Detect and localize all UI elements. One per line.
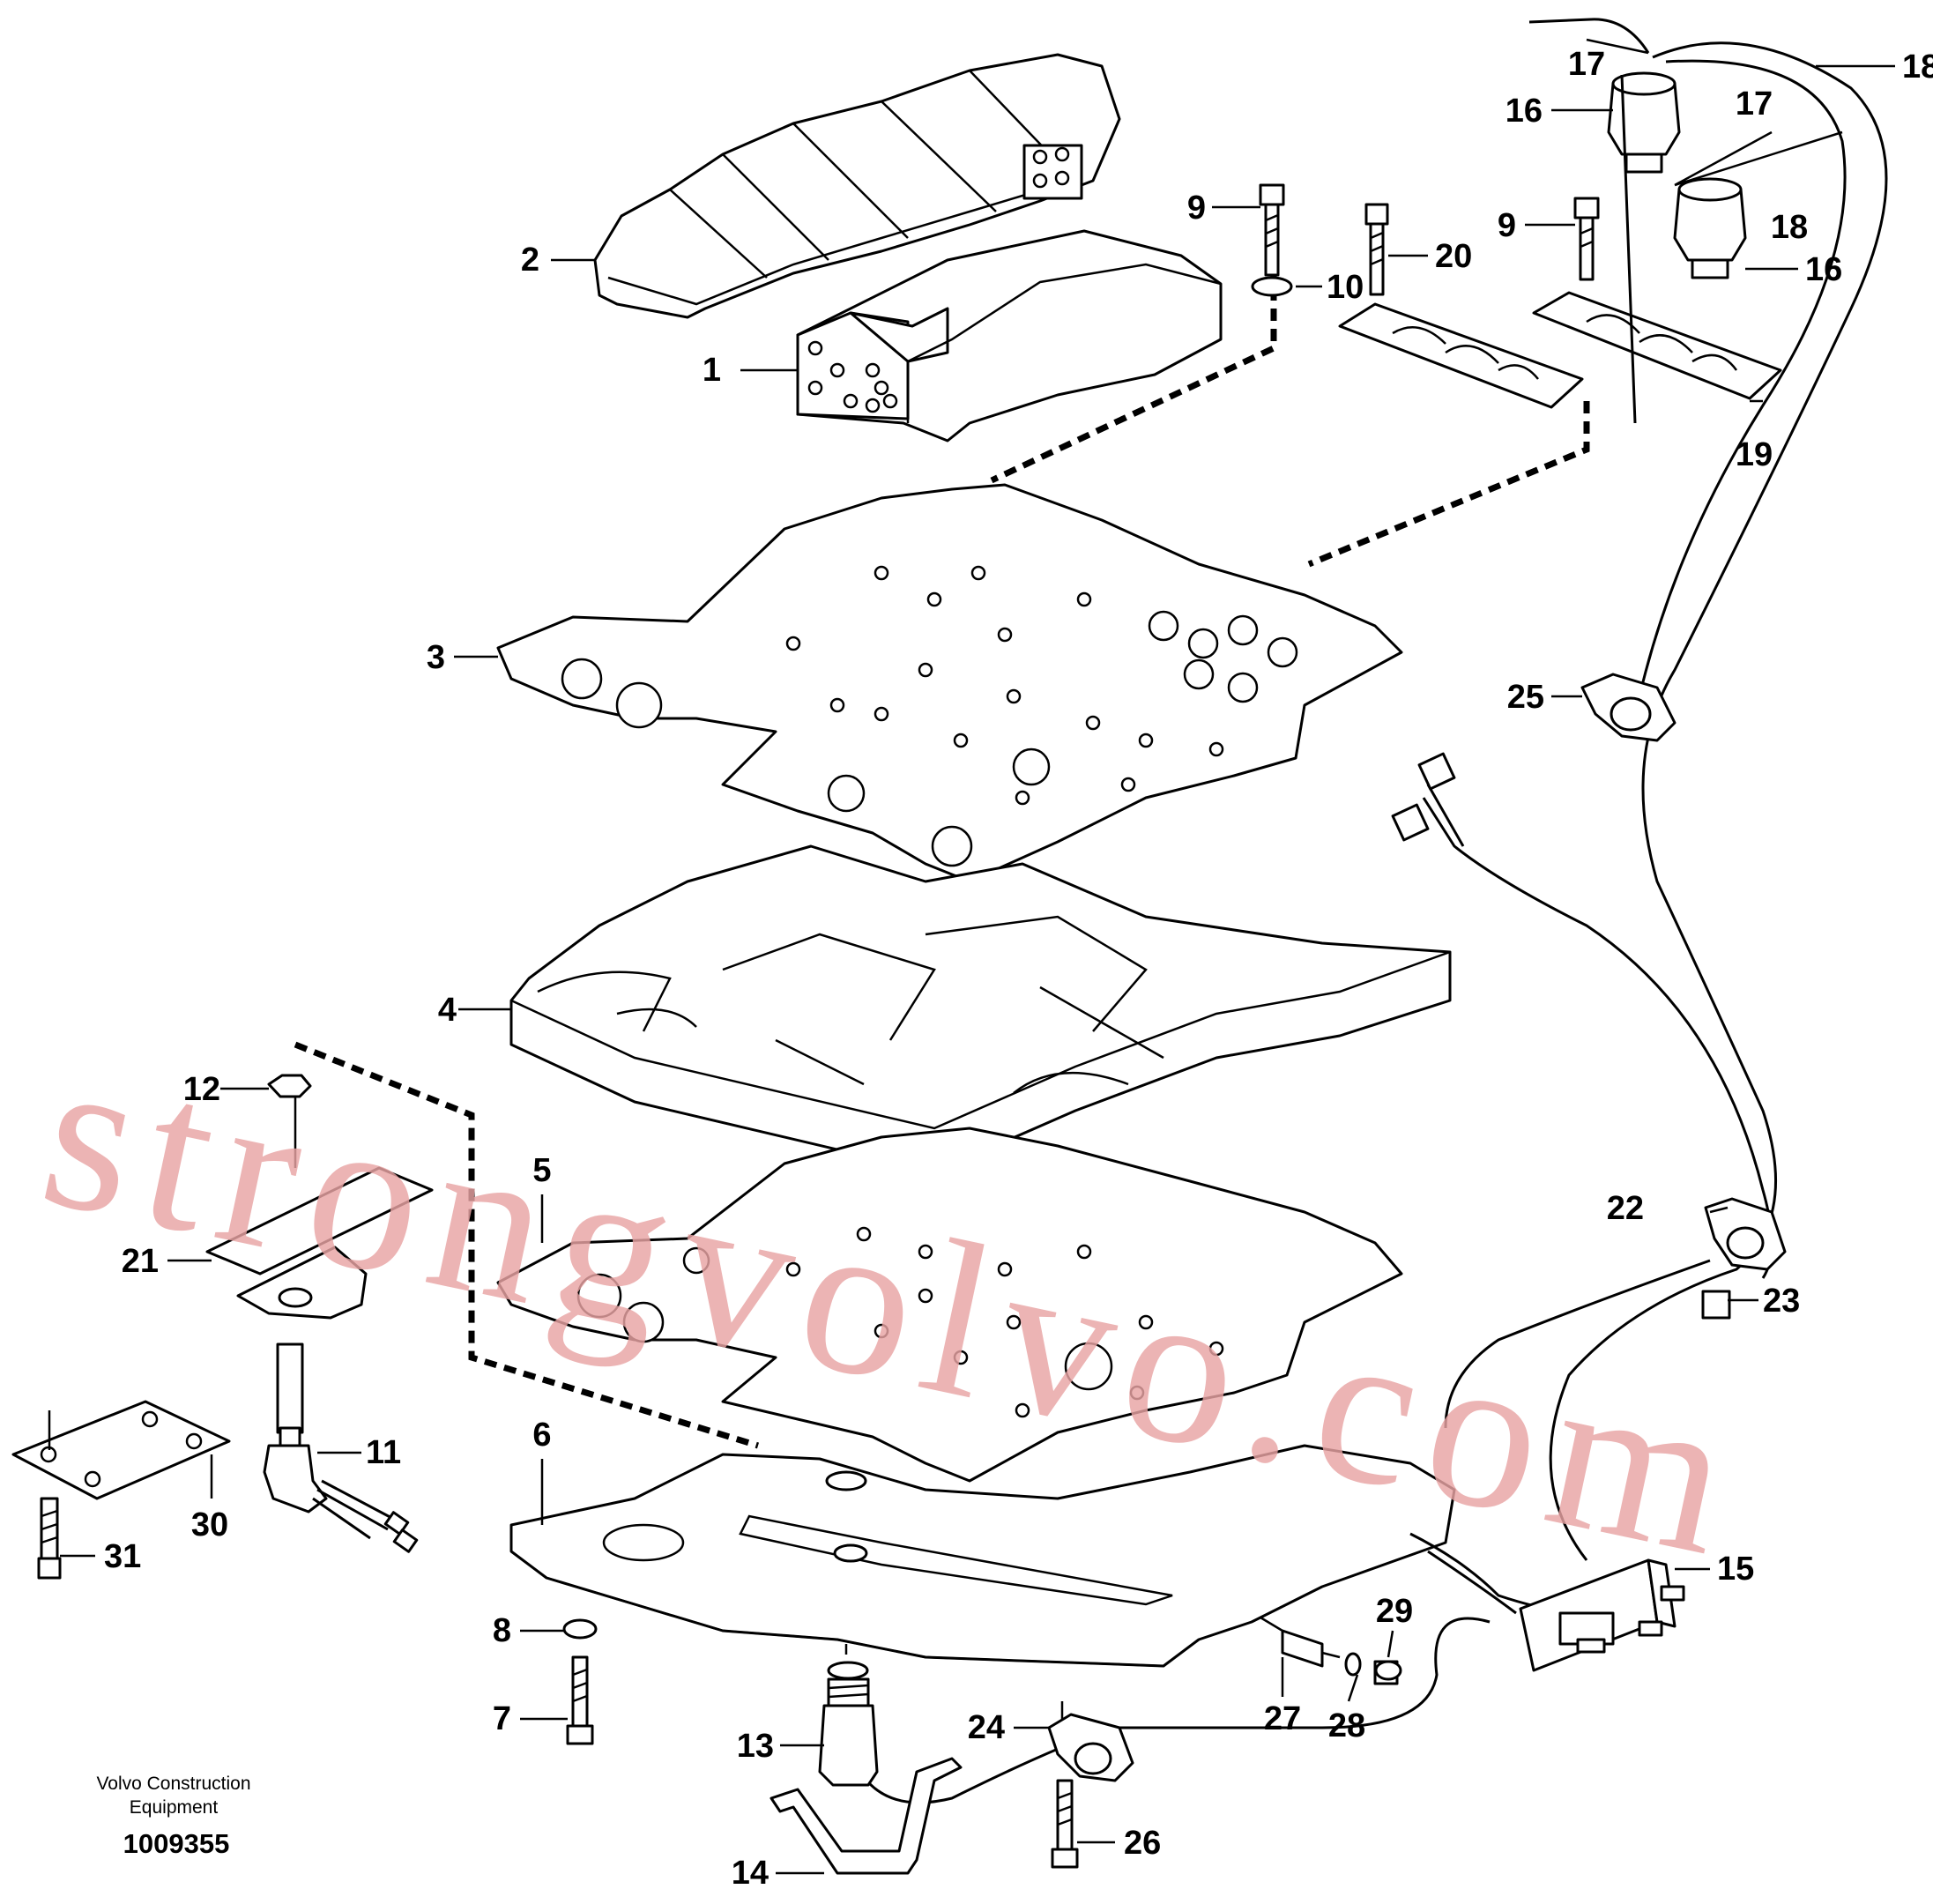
callout-18-top: 18 (1902, 48, 1933, 86)
callout-16-right: 16 (1805, 251, 1842, 288)
callout-24: 24 (968, 1709, 1005, 1746)
gasket-part-19-right (1532, 291, 1782, 400)
callout-8: 8 (493, 1612, 511, 1649)
callout-14: 14 (732, 1855, 769, 1892)
plate-part-5 (496, 1127, 1403, 1483)
bolt-part-9-left (1251, 183, 1293, 297)
credit-line-2: Equipment (130, 1797, 219, 1818)
solenoid-part-16-top (1607, 71, 1681, 174)
bolt-part-26 (1051, 1779, 1079, 1869)
sensor-part-13 (818, 1661, 879, 1787)
washer-part-28 (1344, 1652, 1362, 1677)
sensor-part-11 (263, 1342, 419, 1553)
callout-16-top: 16 (1506, 93, 1543, 130)
callout-3: 3 (427, 639, 445, 676)
clip-part-25 (1580, 673, 1677, 742)
callout-10: 10 (1327, 269, 1364, 306)
screw-part-31 (37, 1497, 62, 1580)
credit-block: Volvo Construction Equipment 1009355 (96, 1774, 250, 1859)
wiring-harness (853, 18, 1888, 1804)
callout-12: 12 (183, 1071, 220, 1108)
nut-part-12 (267, 1074, 312, 1098)
plate-5-small-holes (785, 1226, 1224, 1418)
callout-1: 1 (703, 352, 721, 389)
callout-25: 25 (1507, 679, 1544, 716)
callout-13: 13 (737, 1728, 774, 1765)
callout-4: 4 (438, 992, 457, 1029)
clip-part-22 (1701, 1197, 1787, 1320)
callout-2: 2 (521, 242, 539, 279)
callout-28: 28 (1328, 1707, 1365, 1744)
washer-part-8 (562, 1618, 598, 1640)
sensor-part-27 (1260, 1616, 1341, 1668)
callout-15: 15 (1717, 1551, 1754, 1588)
callout-7: 7 (493, 1700, 511, 1737)
clip-part-24 (1047, 1713, 1134, 1782)
callout-22: 22 (1607, 1190, 1644, 1227)
callout-29: 29 (1376, 1593, 1413, 1630)
bracket-part-14 (769, 1757, 963, 1875)
plate-part-3 (496, 483, 1403, 883)
solenoid-part-16-right (1673, 177, 1747, 279)
callout-9-right: 9 (1498, 207, 1516, 244)
callout-27: 27 (1264, 1700, 1301, 1737)
plug-part-29 (1373, 1660, 1402, 1685)
callout-17-left: 17 (1568, 46, 1605, 83)
callout-17-right: 17 (1736, 86, 1773, 123)
callout-21: 21 (122, 1243, 159, 1280)
plate-part-4 (509, 844, 1452, 1174)
callout-19: 19 (1736, 436, 1773, 473)
callout-6: 6 (532, 1417, 551, 1454)
plate-part-30 (11, 1400, 231, 1500)
valve-block-part-1 (796, 229, 1223, 443)
connector-part-15 (1519, 1558, 1685, 1672)
gasket-part-19-left (1338, 302, 1584, 409)
document-number: 1009355 (123, 1828, 230, 1859)
bracket-part-21 (205, 1166, 434, 1320)
callout-5: 5 (532, 1152, 551, 1189)
callout-23: 23 (1763, 1283, 1800, 1320)
cover-part-2 (593, 53, 1121, 319)
credit-line-1: Volvo Construction (96, 1774, 250, 1794)
base-plate-part-6 (509, 1444, 1456, 1668)
callout-20: 20 (1435, 238, 1472, 275)
bolt-part-7 (566, 1655, 594, 1745)
plate-3-small-holes (785, 565, 1224, 806)
leader-lines (48, 38, 1895, 1875)
callout-9-left: 9 (1187, 190, 1206, 227)
bolt-part-20 (1364, 203, 1389, 296)
bolt-part-9-right (1573, 197, 1600, 281)
callout-26: 26 (1124, 1825, 1161, 1862)
callout-30: 30 (191, 1506, 228, 1543)
callout-numbers: 1 2 3 4 5 6 7 8 9 9 10 11 12 13 14 15 16… (104, 46, 1933, 1892)
callout-31: 31 (104, 1538, 141, 1575)
callout-18-mid: 18 (1771, 209, 1808, 246)
callout-11: 11 (366, 1434, 401, 1471)
